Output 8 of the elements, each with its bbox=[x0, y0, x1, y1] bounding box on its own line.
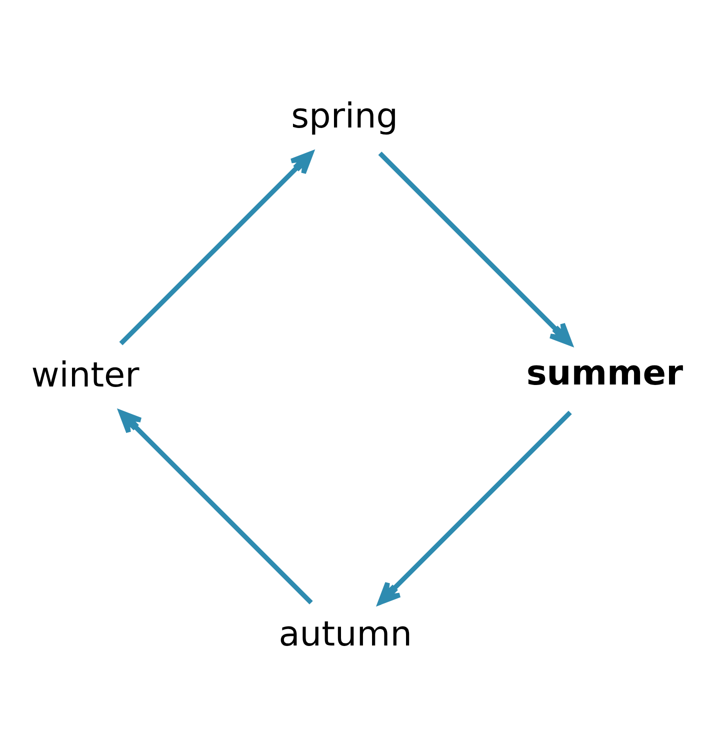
node-text: autumn bbox=[278, 614, 412, 654]
node-text: summer bbox=[526, 352, 684, 393]
arrow bbox=[378, 410, 572, 604]
arrow bbox=[119, 150, 314, 345]
node-text: spring bbox=[291, 96, 398, 136]
node-text: winter bbox=[31, 354, 140, 395]
arrow bbox=[118, 410, 313, 604]
arrow bbox=[378, 151, 572, 346]
